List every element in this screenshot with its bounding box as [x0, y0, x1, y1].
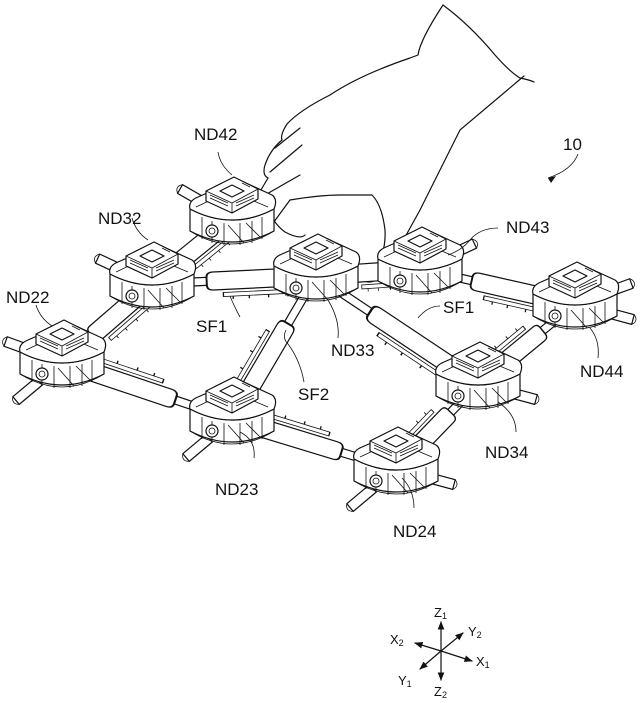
x2-arrow: [414, 642, 442, 652]
label-nd44: ND44: [580, 362, 623, 381]
axis-label-z2: Z2: [434, 684, 447, 700]
node-nd33: [273, 233, 361, 303]
label-sf2: SF2: [298, 385, 329, 404]
node-nd44: [532, 261, 620, 331]
label-nd43: ND43: [506, 218, 549, 237]
axis-label-x1: X1: [476, 654, 490, 670]
axis-label-z1: Z1: [434, 605, 447, 621]
label-sf1-left: SF1: [196, 317, 227, 336]
node-nd23: [189, 376, 277, 446]
label-sf1-right: SF1: [443, 298, 474, 317]
label-nd32: ND32: [98, 209, 141, 228]
axis-label-y2: Y2: [468, 624, 482, 640]
x1-arrow: [440, 650, 473, 662]
reference-numeral: 10: [563, 135, 582, 154]
label-nd24: ND24: [393, 522, 436, 541]
y1-arrow: [419, 650, 442, 670]
coordinate-axes: Z1 Z2 X1 X2 Y2 Y1: [390, 605, 490, 700]
leader-lines: [35, 151, 599, 509]
axis-label-y1: Y1: [398, 673, 412, 689]
label-nd34: ND34: [485, 443, 528, 462]
axis-label-x2: X2: [390, 632, 404, 648]
label-nd22: ND22: [6, 288, 49, 307]
labels: ND42 ND32 ND22 ND43 ND33 ND23 ND44 ND34 …: [6, 125, 623, 541]
label-nd42: ND42: [194, 125, 237, 144]
y2-arrow: [440, 632, 464, 652]
label-nd23: ND23: [215, 480, 258, 499]
label-nd33: ND33: [331, 341, 374, 360]
node-nd43: [377, 226, 465, 296]
